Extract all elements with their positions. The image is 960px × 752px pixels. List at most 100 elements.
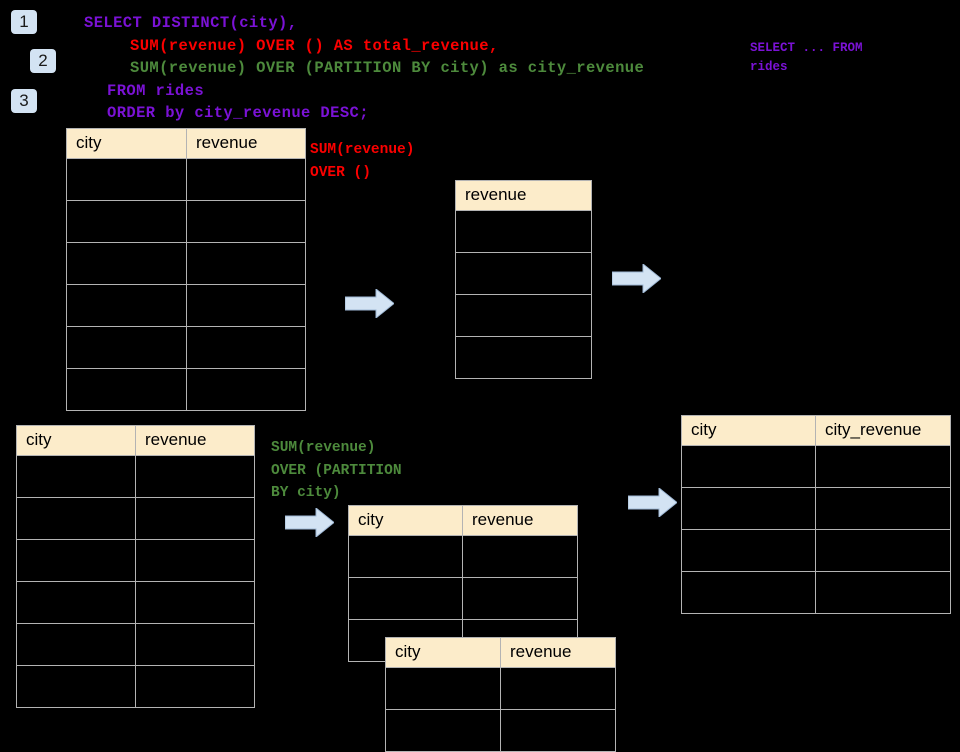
sum-over-partition-line-1: SUM(revenue) (271, 440, 376, 456)
table-cell (815, 487, 951, 530)
sum-over-empty-annotation: SUM(revenue) OVER () (310, 139, 414, 184)
table-cell (135, 455, 255, 498)
table-row (348, 577, 578, 620)
table-cell (135, 581, 255, 624)
column-header-revenue: revenue (500, 637, 616, 668)
table-cell (815, 445, 951, 488)
side-note-line-1: SELECT ... FROM (750, 41, 863, 55)
table-cell (186, 284, 306, 327)
table-header-row: revenue (455, 180, 592, 211)
table-cell (462, 577, 578, 620)
column-header-city: city (16, 425, 136, 456)
table-row (455, 210, 592, 253)
column-header-city: city (681, 415, 816, 446)
table-cell (16, 623, 136, 666)
step-badge-1: 1 (11, 10, 37, 34)
table-row (66, 284, 306, 327)
table-cell (348, 535, 463, 578)
arrow-total-to-result-top-shape (612, 264, 661, 293)
table-row (385, 709, 616, 752)
column-header-revenue: revenue (186, 128, 306, 159)
table-cell (66, 200, 187, 243)
table-row (16, 497, 255, 540)
table-row (16, 581, 255, 624)
sum-over-empty-line-1: SUM(revenue) (310, 142, 415, 158)
table-row (66, 158, 306, 201)
table-cell (135, 497, 255, 540)
table-cell (135, 665, 255, 708)
side-note-select-from-rides: SELECT ... FROM rides (750, 39, 863, 77)
table-row (455, 294, 592, 337)
table-row (66, 368, 306, 411)
arrow-partition-to-result-shape (628, 488, 677, 517)
sum-over-partition-annotation: SUM(revenue) OVER (PARTITION BY city) (271, 437, 402, 505)
table-cell (455, 252, 592, 295)
table-cell (66, 368, 187, 411)
table-row (681, 571, 951, 614)
table-cell (16, 497, 136, 540)
table-cell (135, 623, 255, 666)
table-cell (135, 539, 255, 582)
table-cell (186, 200, 306, 243)
column-header-revenue: revenue (135, 425, 255, 456)
table-row (681, 529, 951, 572)
table-cell (500, 709, 616, 752)
column-header-city: city (66, 128, 187, 159)
table-row (681, 487, 951, 530)
table-cell (500, 667, 616, 710)
step-badge-2: 2 (30, 49, 56, 73)
table-cell (681, 445, 816, 488)
table-cell (681, 529, 816, 572)
table-cell (385, 667, 501, 710)
sum-over-empty-line-2: OVER () (310, 164, 371, 181)
arrow-partition-to-result (628, 488, 677, 517)
table-row (16, 623, 255, 666)
arrow-rides-to-total (345, 289, 394, 318)
table-row (66, 242, 306, 285)
side-note-line-2: rides (750, 60, 788, 74)
arrow-rides-to-partition-shape (285, 508, 334, 537)
table-cell (186, 158, 306, 201)
table-cell (385, 709, 501, 752)
step-badge-3: 3 (11, 89, 37, 113)
sql-line-2: SUM(revenue) OVER () AS total_revenue, (130, 37, 499, 55)
table-row (66, 326, 306, 369)
table-row (16, 665, 255, 708)
table-cell (66, 242, 187, 285)
table-cell (815, 529, 951, 572)
table-cell (66, 284, 187, 327)
sum-over-partition-line-3: BY city) (271, 485, 341, 501)
column-header-revenue: revenue (462, 505, 578, 536)
table-row (681, 445, 951, 488)
table-cell (186, 368, 306, 411)
arrow-rides-to-partition (285, 508, 334, 537)
table-row (385, 667, 616, 710)
table-cell (455, 210, 592, 253)
table-cell (16, 581, 136, 624)
table-cell (455, 336, 592, 379)
table-cell (66, 158, 187, 201)
table-cell (815, 571, 951, 614)
table-row (348, 535, 578, 578)
diagram-canvas: 1 2 3 SELECT DISTINCT(city), SUM(revenue) O… (11, 10, 951, 752)
table-cell (681, 487, 816, 530)
column-header-revenue: revenue (455, 180, 592, 211)
column-header-city_revenue: city_revenue (815, 415, 951, 446)
table-cell (462, 535, 578, 578)
table-cell (681, 571, 816, 614)
sql-line-1: SELECT DISTINCT(city), (84, 14, 298, 32)
sum-over-partition-line-2: OVER (PARTITION (271, 462, 402, 479)
table-cell (186, 242, 306, 285)
table-cell (66, 326, 187, 369)
arrow-total-to-result-top (612, 264, 661, 293)
table-cell (16, 665, 136, 708)
